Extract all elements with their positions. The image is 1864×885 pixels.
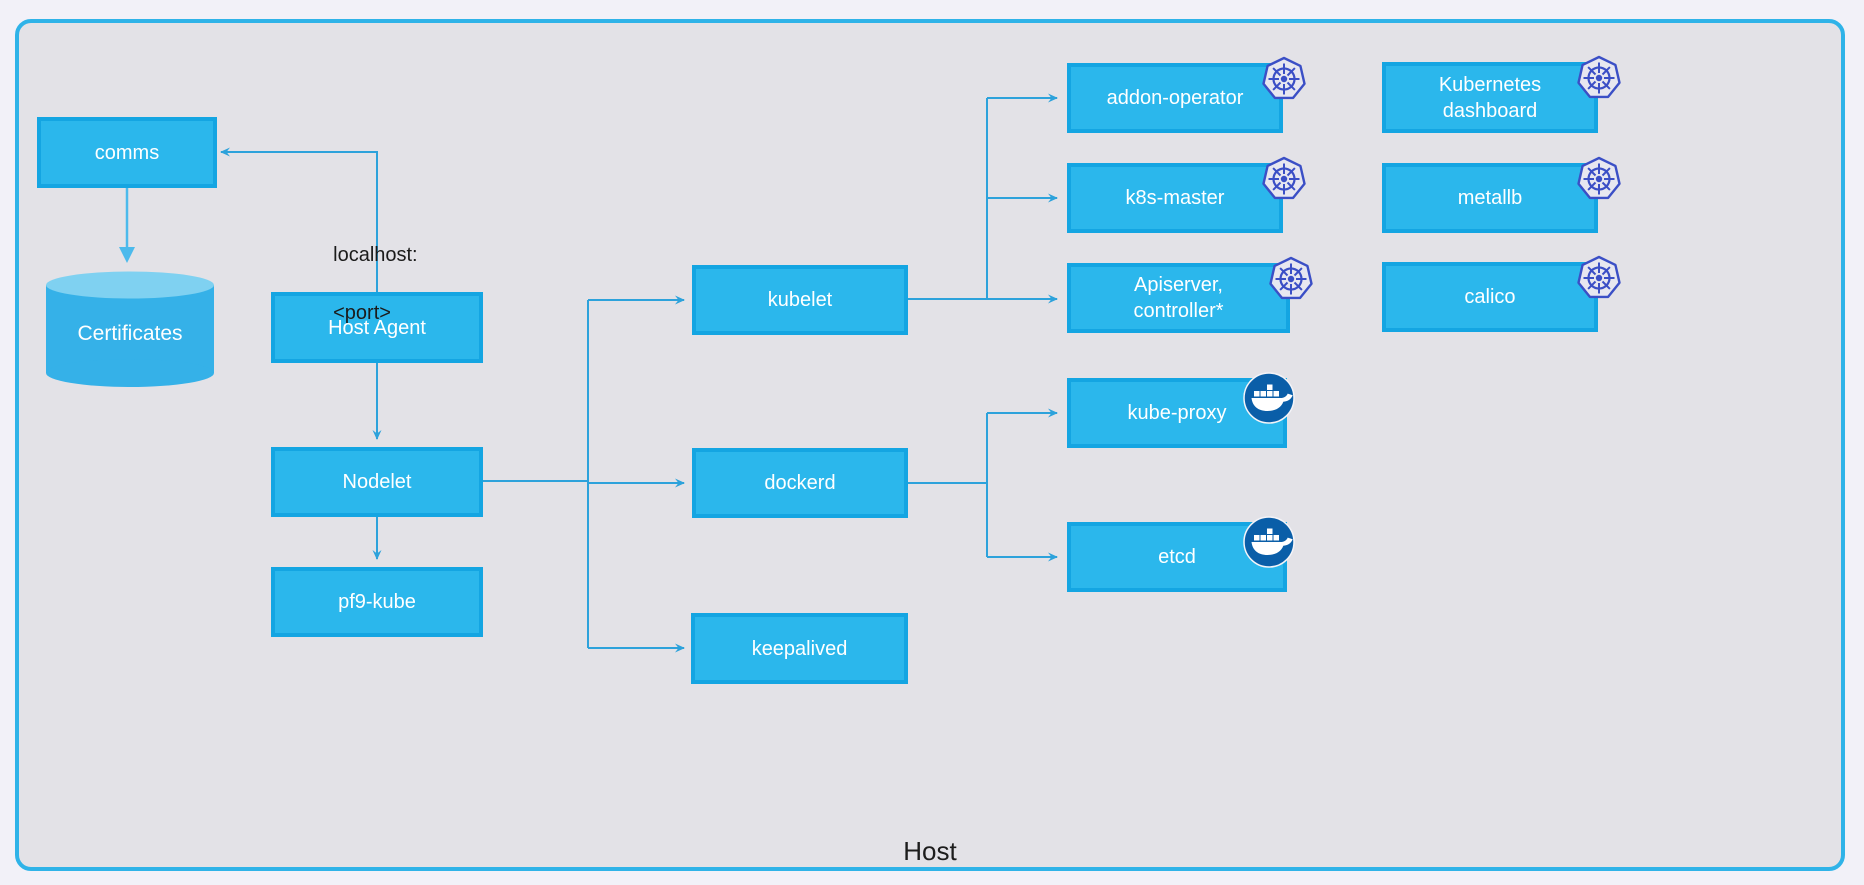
kubernetes-icon [1576, 255, 1622, 301]
node-label: pf9-kube [338, 591, 416, 613]
node-comms: comms [37, 117, 217, 188]
node-label: Apiserver, controller* [1133, 274, 1224, 322]
node-label: keepalived [751, 637, 848, 660]
node-kube-proxy: kube-proxy [1067, 372, 1295, 448]
node-label: calico [1464, 286, 1516, 308]
database-cylinder-icon [46, 271, 214, 387]
node-kubelet: kubelet [692, 265, 908, 335]
docker-icon [1243, 372, 1295, 424]
port-line: <port> [333, 302, 391, 324]
kubernetes-icon [1268, 256, 1314, 302]
kubernetes-icon [1261, 56, 1307, 102]
node-apiserver-controller: Apiserver, controller* [1067, 256, 1313, 333]
host-container [15, 19, 1845, 871]
kubernetes-icon [1576, 55, 1622, 101]
node-label: Nodelet [342, 471, 412, 493]
node-label: comms [94, 141, 160, 164]
kubernetes-icon [1576, 156, 1622, 202]
node-label: Kubernetes dashboard [1438, 73, 1542, 122]
localhost-line: localhost: [333, 244, 418, 266]
node-label: dockerd [764, 472, 836, 494]
localhost-port-label: localhost: <port> [322, 212, 418, 328]
node-label: Certificates [77, 322, 183, 345]
node-dockerd: dockerd [692, 448, 908, 518]
node-etcd: etcd [1067, 516, 1295, 592]
node-label: Host Agent [328, 316, 426, 339]
node-label: k8s-master [1125, 187, 1225, 209]
node-host-agent: Host Agent [271, 292, 483, 363]
node-label: kube-proxy [1127, 402, 1227, 424]
node-nodelet: Nodelet [271, 447, 483, 517]
node-addon-operator: addon-operator [1067, 56, 1306, 133]
docker-icon [1243, 516, 1295, 568]
node-metallb: metallb [1382, 156, 1621, 233]
node-calico: calico [1382, 255, 1621, 332]
node-label: metallb [1457, 187, 1523, 209]
node-label: kubelet [767, 289, 833, 311]
node-label: etcd [1158, 546, 1196, 568]
node-certificates: Certificates [45, 270, 215, 388]
node-k8s-master: k8s-master [1067, 156, 1306, 233]
node-kubernetes-dashboard: Kubernetes dashboard [1382, 55, 1621, 133]
kubernetes-icon [1261, 156, 1307, 202]
node-keepalived: keepalived [691, 613, 908, 684]
node-pf9-kube: pf9-kube [271, 567, 483, 637]
node-label: addon-operator [1106, 87, 1244, 109]
host-caption: Host [903, 836, 957, 866]
